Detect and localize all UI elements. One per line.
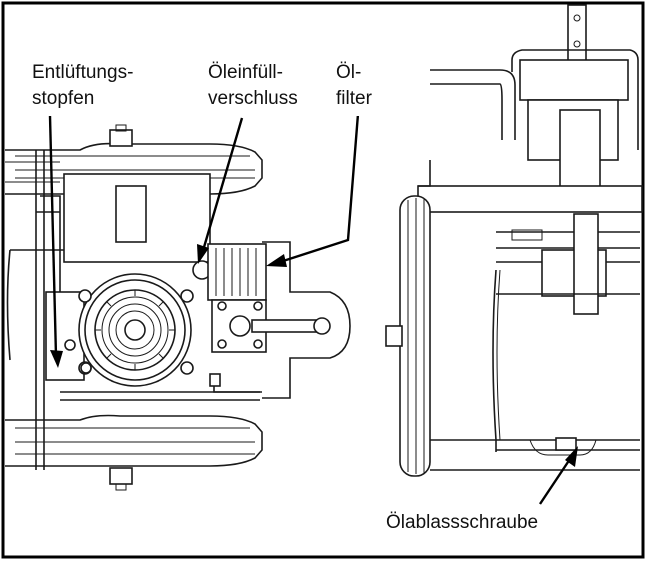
oil-filter-label-line1: Öl- bbox=[336, 62, 361, 83]
vent-plug-arrowhead bbox=[50, 350, 63, 368]
callout-labels: Entlüftungs- stopfen Öleinfüll- verschlu… bbox=[30, 58, 560, 536]
oil-filter-arrowhead bbox=[266, 254, 287, 267]
leader-lines bbox=[48, 113, 578, 505]
vent-plug-label-line1: Entlüftungs- bbox=[32, 62, 133, 83]
oil-drain-arrowhead bbox=[565, 446, 578, 467]
oil-fill-label-line2: verschluss bbox=[208, 88, 298, 109]
oil-filter-label-line2: filter bbox=[336, 88, 373, 109]
oil-fill-leader bbox=[200, 117, 244, 255]
vent-plug-leader bbox=[48, 115, 58, 357]
oil-drain-label: Ölablassschraube bbox=[386, 512, 538, 533]
oil-drain-plug bbox=[555, 437, 577, 451]
vent-plug-label-line2: stopfen bbox=[32, 88, 94, 109]
vent-plug bbox=[80, 362, 92, 374]
left-engine-view bbox=[5, 124, 351, 491]
oil-filter-leader bbox=[279, 113, 360, 264]
oil-fill-arrowhead bbox=[197, 244, 209, 264]
right-engine-view bbox=[385, 4, 643, 477]
oil-filter bbox=[207, 243, 267, 301]
oil-fill-label-line1: Öleinfüll- bbox=[208, 62, 283, 83]
oil-drain-leader bbox=[539, 455, 573, 505]
